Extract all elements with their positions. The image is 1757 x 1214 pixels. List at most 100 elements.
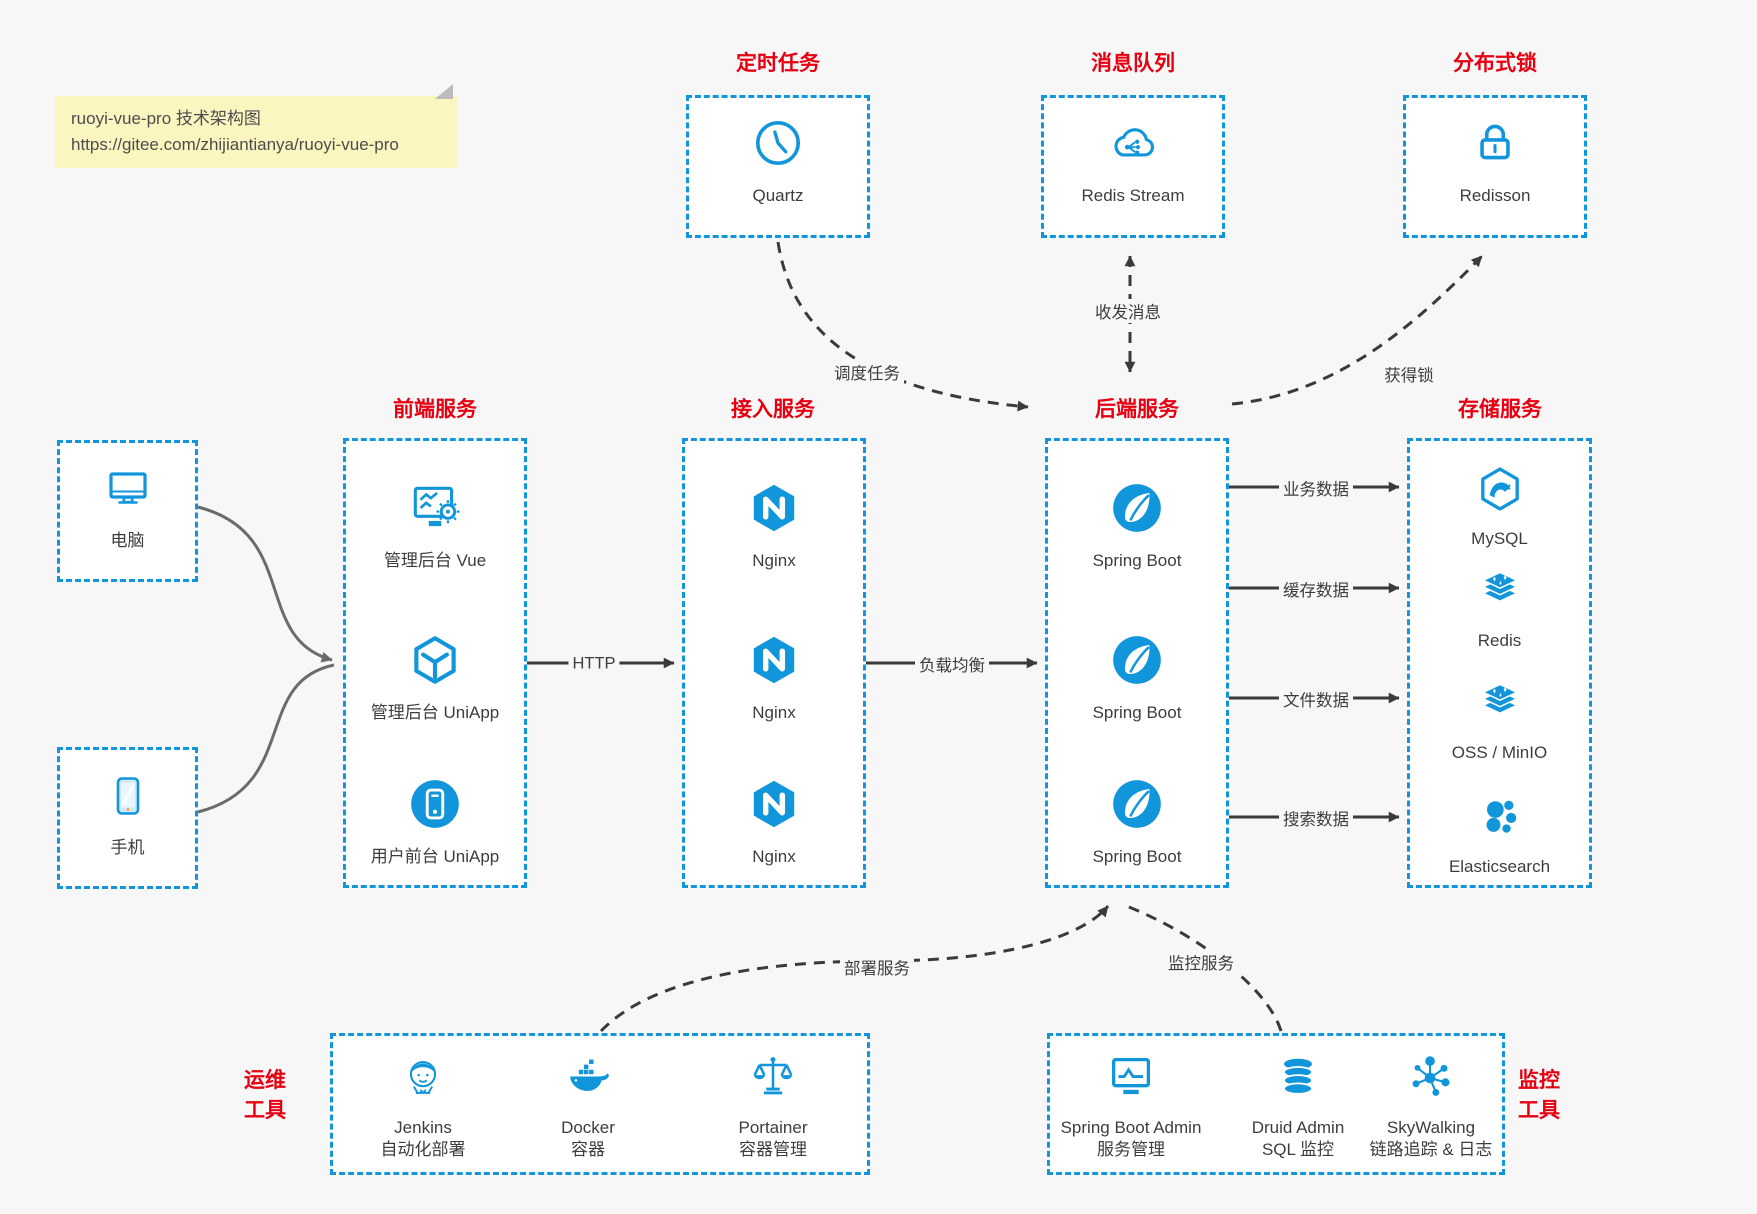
node-redis-stream: Redis Stream [1044,114,1222,207]
node-label: Nginx [752,847,796,866]
wire-get-lock [1231,254,1484,406]
node-label: OSS / MinIO [1451,743,1548,762]
note-title: ruoyi-vue-pro 技术架构图 [71,109,261,128]
nginx-icon [745,479,803,537]
node-redis: Redis [1410,565,1589,652]
edge-label-schedule: 调度任务 [830,360,904,384]
node-admin-uniapp: 管理后台 UniApp [346,631,524,724]
edge-label-load-balance: 负载均衡 [915,652,989,676]
title-scheduled-task: 定时任务 [736,52,820,75]
group-box-mobile-client: 手机 [57,747,198,889]
node-elasticsearch: Elasticsearch [1410,791,1589,878]
node-label: Elasticsearch [1448,857,1551,876]
node-label: 手机 [110,838,145,857]
node-sublabel: 容器 [571,1140,605,1159]
edge-label-monitor: 监控服务 [1164,950,1238,974]
node-nginx-1: Nginx [685,479,863,572]
node-nginx-2: Nginx [685,631,863,724]
node-label: Nginx [752,551,796,570]
group-box-message-queue: Redis Stream [1041,95,1225,238]
wire-monitor [1123,903,1283,1032]
node-mysql: MySQL [1410,463,1589,550]
edge-label-http: HTTP [568,654,620,674]
node-jenkins: Jenkins 自动化部署 [338,1050,508,1161]
title-backend: 后端服务 [1095,398,1179,421]
portainer-icon [746,1050,800,1104]
nginx-icon [745,631,803,689]
node-desktop: 电脑 [60,461,195,552]
edge-label-cache-data: 缓存数据 [1279,577,1353,601]
node-label: Quartz [752,186,804,205]
group-box-scheduled-task: Quartz [686,95,870,238]
title-gateway: 接入服务 [731,398,815,421]
group-box-backend: Spring Boot Spring Boot Spring Boot [1045,438,1229,888]
node-label: 电脑 [110,531,145,550]
uniapp-cube-icon [406,631,464,689]
group-box-gateway: Nginx Nginx Nginx [682,438,866,888]
node-admin-vue: 管理后台 Vue [346,479,524,572]
node-quartz: Quartz [689,114,867,207]
node-label: Druid Admin [1251,1118,1345,1137]
spring-boot-icon [1108,631,1166,689]
node-label: Redisson [1459,186,1531,205]
mobile-icon [100,768,156,824]
spring-boot-admin-icon [1104,1050,1158,1104]
node-spring-boot-admin: Spring Boot Admin 服务管理 [1051,1050,1211,1161]
node-label: SkyWalking [1386,1118,1476,1137]
node-spring-boot-2: Spring Boot [1048,631,1226,724]
node-druid-admin: Druid Admin SQL 监控 [1218,1050,1378,1161]
node-label: Jenkins [394,1118,452,1137]
cloud-stream-icon [1104,114,1162,172]
node-label: Spring Boot [1092,703,1182,722]
node-mobile: 手机 [60,768,195,859]
group-box-ops-tools: Jenkins 自动化部署 Docker 容器 Portainer 容器管理 [330,1033,870,1175]
wire-schedule-task [776,241,1029,412]
jenkins-icon [396,1050,450,1104]
group-box-distributed-lock: Redisson [1403,95,1587,238]
elasticsearch-icon [1474,791,1526,843]
node-portainer: Portainer 容器管理 [688,1050,858,1161]
edge-label-get-lock: 获得锁 [1380,362,1438,386]
node-label: Spring Boot [1092,551,1182,570]
wire-mobile-to-frontend [197,663,335,814]
desktop-icon [100,461,156,517]
skywalking-icon [1404,1050,1458,1104]
edge-label-search-data: 搜索数据 [1279,806,1353,830]
title-distributed-lock: 分布式锁 [1453,52,1537,75]
node-skywalking: SkyWalking 链路追踪 & 日志 [1351,1050,1511,1161]
edge-label-deploy: 部署服务 [840,955,914,979]
node-label: 管理后台 Vue [383,551,487,570]
docker-icon [561,1050,615,1104]
node-label: Portainer [738,1118,808,1137]
group-box-storage: MySQL Redis OSS / MinIO Elasticsearch [1407,438,1592,888]
node-redisson: Redisson [1406,114,1584,207]
title-monitoring-tools: 监控工具 [1518,1069,1560,1122]
edge-label-file-data: 文件数据 [1279,687,1353,711]
node-sublabel: 容器管理 [739,1140,807,1159]
node-oss-minio: OSS / MinIO [1410,677,1589,764]
note-fold-corner [435,84,453,99]
wire-desktop-to-frontend [197,505,333,663]
node-label: MySQL [1471,529,1528,548]
node-label: Spring Boot Admin [1060,1118,1202,1137]
edge-label-message: 收发消息 [1091,299,1165,323]
edge-label-business-data: 业务数据 [1279,476,1353,500]
node-label: Docker [561,1118,615,1137]
redis-icon [1474,565,1526,617]
node-docker: Docker 容器 [503,1050,673,1161]
sticky-note: ruoyi-vue-pro 技术架构图 https://gitee.com/zh… [55,84,457,168]
mysql-icon [1474,463,1526,515]
node-label: 用户前台 UniApp [370,847,500,866]
title-ops-tools: 运维工具 [244,1069,286,1122]
druid-icon [1271,1050,1325,1104]
spring-boot-icon [1108,479,1166,537]
group-box-frontend: 管理后台 Vue 管理后台 UniApp 用户前台 UniApp [343,438,527,888]
clock-icon [749,114,807,172]
node-sublabel: 服务管理 [1097,1140,1165,1159]
node-label: 管理后台 UniApp [370,703,500,722]
user-app-icon [406,775,464,833]
node-user-uniapp: 用户前台 UniApp [346,775,524,868]
node-sublabel: SQL 监控 [1261,1140,1335,1159]
group-box-desktop-client: 电脑 [57,440,198,582]
